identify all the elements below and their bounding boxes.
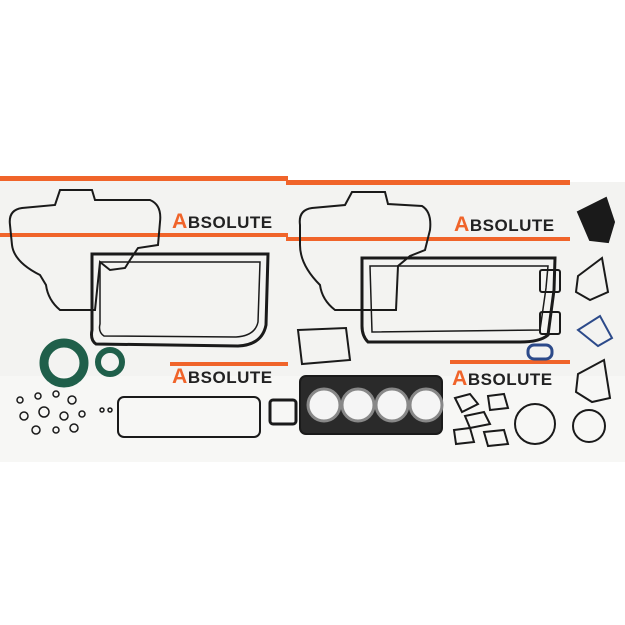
timing-cover-gasket <box>8 189 162 311</box>
cover-gasket <box>576 314 614 348</box>
small-gasket <box>539 311 561 335</box>
crankshaft-seal <box>95 347 125 377</box>
oil-pan-gasket <box>90 252 270 348</box>
orange-stripe <box>170 362 288 366</box>
timing-cover-gasket <box>298 191 432 311</box>
cover-gasket <box>574 256 610 302</box>
brand-logo-text: BSOLUTE <box>187 213 273 232</box>
small-gasket <box>526 343 554 361</box>
small-gasket <box>539 269 561 293</box>
cylinder-bore <box>374 387 410 423</box>
brand-logo: ABSOLUTE <box>172 364 273 389</box>
o-ring-set <box>16 390 113 435</box>
orange-stripe <box>286 180 570 185</box>
cover-gasket <box>574 358 612 404</box>
flange-gasket <box>486 392 510 412</box>
cylinder-bore <box>340 387 376 423</box>
brand-logo-initial: A <box>172 209 188 233</box>
crankshaft-seal <box>39 338 89 388</box>
flange-gasket <box>452 426 476 446</box>
orange-stripe <box>0 176 288 181</box>
brand-logo-text: BSOLUTE <box>467 370 553 389</box>
brand-logo: ABSOLUTE <box>452 366 553 391</box>
flange-gasket <box>268 398 298 426</box>
cylinder-bore <box>408 387 444 423</box>
brand-logo: ABSOLUTE <box>454 212 555 237</box>
cover-gasket <box>296 326 352 366</box>
valve-cover-gasket <box>117 396 261 438</box>
flange-gasket <box>482 428 510 448</box>
cylinder-bore <box>306 387 342 423</box>
orange-stripe <box>450 360 570 364</box>
brand-logo: ABSOLUTE <box>172 209 273 234</box>
round-gasket <box>572 409 606 443</box>
oil-pan-gasket-inner <box>369 265 549 333</box>
brand-logo-initial: A <box>172 364 188 388</box>
orange-stripe <box>0 233 288 237</box>
oil-pan-gasket <box>360 256 557 344</box>
flange-gasket <box>453 392 480 414</box>
brand-logo-initial: A <box>452 366 468 390</box>
brand-logo-initial: A <box>454 212 470 236</box>
brand-logo-text: BSOLUTE <box>187 368 273 387</box>
water-pump-gasket <box>514 403 556 445</box>
oil-pan-gasket-inner <box>98 261 261 338</box>
cover-gasket <box>576 196 616 244</box>
flange-gasket <box>463 410 492 430</box>
brand-logo-text: BSOLUTE <box>469 216 555 235</box>
